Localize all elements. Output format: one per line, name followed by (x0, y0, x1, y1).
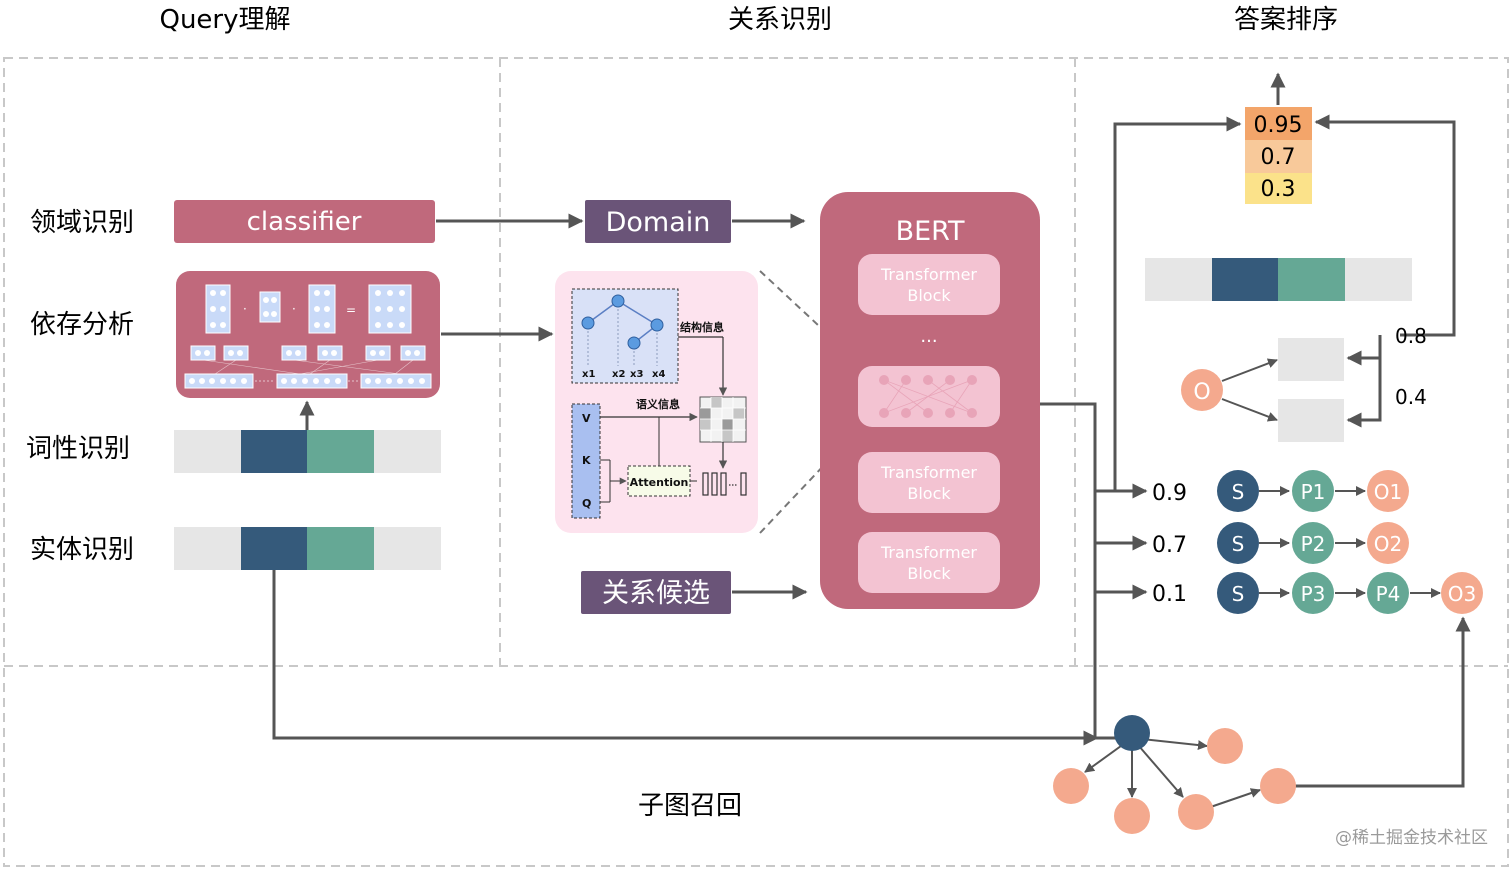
bert-output-connectors (1040, 116, 1242, 740)
path2-node-s: S (1232, 532, 1245, 556)
section-title-relation: 关系识别 (728, 5, 832, 35)
path-chain-3: S P3 P4 O3 (1217, 572, 1483, 614)
token-x1: x1 (582, 369, 595, 380)
subgraph-node (1053, 768, 1089, 804)
subgraph-center-node (1114, 715, 1150, 751)
transformer-block-1-line1: Transformer (880, 265, 977, 284)
subgraph-node (1114, 798, 1150, 834)
bert-ellipsis: ... (920, 326, 937, 347)
token-x3: x3 (630, 369, 643, 380)
subgraph-node (1178, 794, 1214, 830)
k-label: K (582, 454, 591, 467)
ranking-bar (1145, 258, 1412, 301)
branch-score-lower: 0.4 (1395, 385, 1427, 409)
answer-score-3: 0.3 (1261, 177, 1296, 202)
region-frames (3, 57, 1509, 867)
path-chain-1: S P1 O1 (1217, 470, 1409, 512)
domain-label: Domain (606, 207, 711, 238)
pos-tag-bar (174, 430, 441, 473)
path3-node-p4: P4 (1376, 582, 1401, 606)
watermark: @稀土掘金技术社区 (1335, 828, 1488, 848)
path1-node-o1: O1 (1374, 480, 1402, 504)
path-chain-2: S P2 O2 (1217, 522, 1409, 564)
semantic-info-label: 语义信息 (636, 397, 680, 411)
structure-info-label: 结构信息 (679, 320, 724, 334)
o-branch: O 0.8 0.4 (1181, 324, 1427, 442)
subgraph-graph (1053, 616, 1471, 834)
row-label-domain: 领域识别 (30, 208, 134, 238)
transformer-block-2-line2: Block (907, 484, 951, 503)
transformer-block-3-line1: Transformer (880, 543, 977, 562)
outer-frame (3, 57, 1509, 867)
path1-node-p1: P1 (1301, 480, 1326, 504)
row-label-pos: 词性识别 (26, 434, 130, 464)
path-score-3: 0.1 (1152, 582, 1187, 607)
classifier-box (174, 200, 435, 243)
arrow-branch-to-stack (1314, 114, 1456, 337)
path3-node-s: S (1232, 582, 1245, 606)
transformer-block-3-line2: Block (907, 564, 951, 583)
svg-text:·: · (243, 302, 247, 316)
relation-detail-panel: x1 x2 x3 x4 结构信息 V K Q 语义信息 Attention (555, 271, 758, 533)
transformer-block-1-line2: Block (907, 286, 951, 305)
entity-bar (174, 527, 441, 570)
answer-score-stack: 0.95 0.7 0.3 (1245, 107, 1312, 204)
section-title-query: Query理解 (159, 5, 290, 35)
vkq-box (571, 403, 601, 519)
path1-node-s: S (1232, 480, 1245, 504)
arrow-entity-subgraph (272, 570, 1099, 746)
subgraph-node (1207, 728, 1243, 764)
row-label-dependency: 依存分析 (30, 310, 134, 340)
svg-text:=: = (346, 303, 356, 317)
classifier-label: classifier (247, 207, 362, 237)
q-label: Q (582, 497, 591, 510)
dependency-tree-panel: · · = (176, 271, 440, 398)
o-node-label: O (1193, 380, 1210, 405)
attention-label: Attention (630, 476, 689, 489)
attention-matrix (699, 396, 747, 443)
path-score-2: 0.7 (1152, 533, 1187, 558)
branch-score-upper: 0.8 (1395, 324, 1427, 348)
path-score-1: 0.9 (1152, 481, 1187, 506)
path2-node-o2: O2 (1374, 532, 1402, 556)
answer-score-2: 0.7 (1261, 145, 1296, 170)
path2-node-p2: P2 (1301, 532, 1326, 556)
path3-node-o3: O3 (1448, 582, 1476, 606)
output-vectors (702, 472, 747, 496)
svg-text:·: · (292, 302, 296, 316)
token-x2: x2 (612, 369, 625, 380)
domain-box (585, 200, 731, 243)
transformer-block-2-line1: Transformer (880, 463, 977, 482)
answer-score-1: 0.95 (1254, 113, 1303, 138)
path3-node-p3: P3 (1301, 582, 1326, 606)
relation-candidates-label: 关系候选 (602, 578, 710, 609)
attention-box (627, 465, 691, 497)
subgraph-node (1260, 768, 1296, 804)
bert-model: BERT Transformer Block ... Transformer B… (820, 192, 1040, 609)
section-title-ranking: 答案排序 (1234, 5, 1338, 35)
transformer-block-2 (858, 452, 1000, 513)
bert-title: BERT (896, 216, 965, 247)
row-label-entity: 实体识别 (30, 535, 134, 565)
transformer-block-3 (858, 532, 1000, 593)
relation-candidates-box (581, 571, 731, 614)
v-label: V (582, 412, 591, 425)
section-title-subgraph: 子图召回 (638, 791, 742, 821)
transformer-block-1 (858, 254, 1000, 315)
token-x4: x4 (652, 369, 665, 380)
